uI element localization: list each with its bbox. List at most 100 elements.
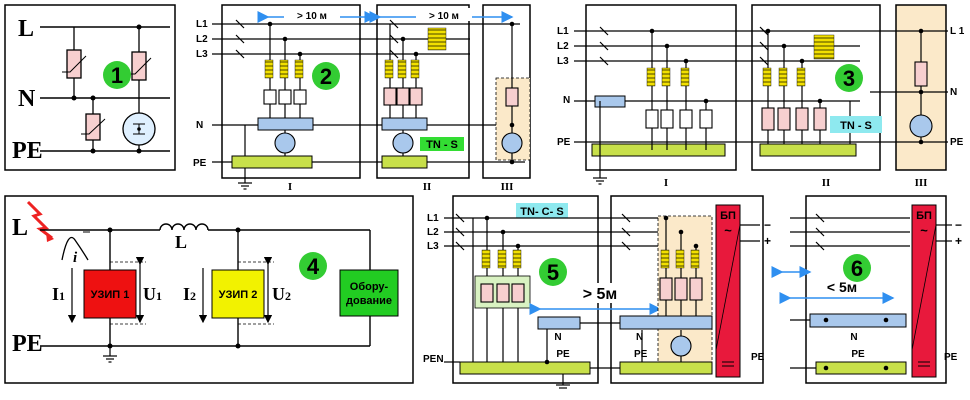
p2-l2: L2 bbox=[196, 34, 208, 45]
p3-system-label: TN - S bbox=[840, 120, 872, 132]
panel-5: TN- C- S L1 L2 L3 PEN > 5м N PE bbox=[423, 195, 771, 389]
p3-section-label-3: III bbox=[915, 177, 928, 189]
p2-n-bar-2 bbox=[381, 117, 428, 131]
p5-system-bg bbox=[516, 203, 568, 218]
uzip-1 bbox=[83, 269, 137, 319]
p6-minus: − bbox=[955, 218, 962, 232]
p2-pe: PE bbox=[193, 158, 207, 169]
badge-3-label: 3 bbox=[843, 66, 855, 91]
p5-n2: N bbox=[636, 332, 643, 343]
p3-l2: L2 bbox=[557, 41, 569, 52]
p5-pe1: PE bbox=[556, 349, 570, 360]
p2-arrester-2 bbox=[392, 132, 414, 154]
panel-3: L1 L2 L3 N PE L 1 N PE bbox=[557, 4, 965, 189]
p2-system-label: TN - S bbox=[426, 139, 458, 151]
panel-1: L N PE bbox=[4, 4, 176, 171]
p6-psu-symbol: ~ bbox=[920, 223, 928, 238]
badge-5-label: 5 bbox=[547, 260, 559, 285]
panel-4: L PE L i УЗИП 1 I1 U1 УЗИП 2 I2 U2 bbox=[4, 195, 414, 384]
p5-spd-section-1 bbox=[480, 283, 525, 303]
p4-u2: U2 bbox=[272, 284, 291, 304]
badge-4 bbox=[299, 252, 327, 280]
p3-l1-right: L 1 bbox=[950, 26, 965, 37]
p3-pe-right: PE bbox=[950, 137, 964, 148]
p3-spd-section-1 bbox=[645, 109, 713, 129]
inductor-icon bbox=[159, 223, 209, 231]
p4-i1: I1 bbox=[52, 284, 65, 304]
p3-arrester-3 bbox=[909, 114, 933, 138]
p5-arrester bbox=[670, 335, 692, 357]
p5-psu-label: БП bbox=[720, 210, 736, 222]
badge-5 bbox=[539, 258, 567, 286]
p6-pe-right: PE bbox=[944, 352, 958, 363]
varistor-n-pe bbox=[81, 113, 106, 141]
badge-3 bbox=[835, 64, 863, 92]
p2-spd-section-3 bbox=[505, 87, 519, 107]
p6-power-supply bbox=[911, 204, 937, 378]
label-l: L bbox=[18, 16, 34, 42]
p3-system-bg bbox=[830, 116, 882, 133]
p5-n-bar-2 bbox=[619, 315, 713, 330]
p3-n: N bbox=[563, 95, 570, 106]
p2-n: N bbox=[196, 120, 203, 131]
p6-psu-label: БП bbox=[916, 210, 932, 222]
p5-pe-right: PE bbox=[751, 352, 765, 363]
p5-power-supply bbox=[715, 204, 741, 378]
p6-pe-bar bbox=[815, 361, 907, 375]
p2-pe-bar-2 bbox=[381, 155, 428, 169]
p6-distance: < 5м bbox=[827, 279, 857, 295]
equipment-label-2: дование bbox=[346, 295, 392, 307]
badge-2 bbox=[312, 62, 340, 90]
p5-pe2: PE bbox=[634, 349, 648, 360]
p4-current-label: i bbox=[73, 250, 78, 266]
p5-distance: > 5м bbox=[583, 286, 618, 303]
p3-section-label-1: I bbox=[664, 177, 668, 189]
label-n: N bbox=[18, 86, 36, 112]
p4-inductor-label: L bbox=[175, 232, 187, 252]
p2-l3: L3 bbox=[196, 49, 208, 60]
equipment-label-1: Обору- bbox=[350, 281, 389, 293]
p4-u1: U1 bbox=[143, 284, 162, 304]
p5-spd-section-2 bbox=[659, 277, 703, 301]
uzip-2-label: УЗИП 2 bbox=[219, 289, 258, 301]
p5-plus: + bbox=[764, 234, 771, 248]
p2-spd-section-2 bbox=[383, 87, 423, 106]
p3-l1: L1 bbox=[557, 26, 569, 37]
p5-system-label: TN- C- S bbox=[520, 206, 563, 218]
p3-spd-section-2 bbox=[761, 107, 827, 131]
badge-6 bbox=[843, 254, 871, 282]
p6-n-bar bbox=[809, 313, 907, 328]
badge-1-label: 1 bbox=[111, 63, 123, 88]
p3-l3: L3 bbox=[557, 56, 569, 67]
p6-pe: PE bbox=[851, 349, 865, 360]
p6-plus: + bbox=[955, 234, 962, 248]
p3-n-bar bbox=[594, 95, 626, 108]
p2-section-label-3: III bbox=[501, 181, 514, 193]
p5-pe-bar-2 bbox=[619, 361, 713, 375]
p5-n1: N bbox=[554, 332, 561, 343]
label-pe: PE bbox=[12, 138, 43, 164]
badge-1 bbox=[103, 61, 131, 89]
p5-pen-bar bbox=[459, 361, 591, 375]
p2-section-label-2: II bbox=[423, 181, 432, 193]
p2-arrester-3 bbox=[501, 132, 523, 154]
p2-l1: L1 bbox=[196, 19, 208, 30]
p3-pe-bar-2 bbox=[759, 143, 857, 157]
uzip-1-label: УЗИП 1 bbox=[91, 289, 130, 301]
equipment-box bbox=[339, 269, 399, 317]
p4-label-pe: PE bbox=[12, 331, 43, 357]
p3-pe: PE bbox=[557, 137, 571, 148]
p2-dist-2: > 10 м bbox=[429, 11, 459, 22]
p5-n-bar-1 bbox=[537, 316, 581, 330]
gas-discharge-tube bbox=[122, 112, 156, 146]
p2-pe-bar-1 bbox=[231, 155, 313, 169]
p5-minus: − bbox=[764, 218, 771, 232]
badge-4-label: 4 bbox=[307, 254, 320, 279]
p4-label-l: L bbox=[12, 215, 28, 241]
p3-n-right: N bbox=[950, 87, 957, 98]
p3-spd-section-3 bbox=[914, 61, 928, 87]
p2-dist-1: > 10 м bbox=[297, 11, 327, 22]
panel-2: L1 L2 L3 N PE > 10 м > 10 м bbox=[193, 4, 531, 193]
p5-l2: L2 bbox=[427, 227, 439, 238]
